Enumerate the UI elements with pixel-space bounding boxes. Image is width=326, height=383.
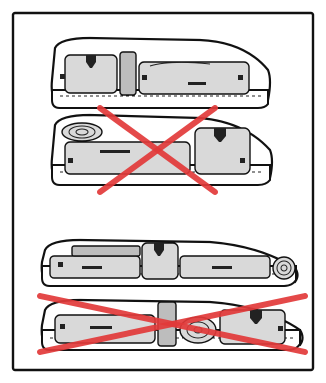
cargo-bag <box>72 246 140 256</box>
rolled-mat-icon <box>62 123 102 141</box>
cargo-bag <box>139 62 249 94</box>
rolled-mat-icon <box>273 257 295 279</box>
cargo-bag <box>120 52 136 95</box>
roof-box-correct-top <box>52 38 270 108</box>
roof-box-incorrect-bottom <box>40 296 305 352</box>
